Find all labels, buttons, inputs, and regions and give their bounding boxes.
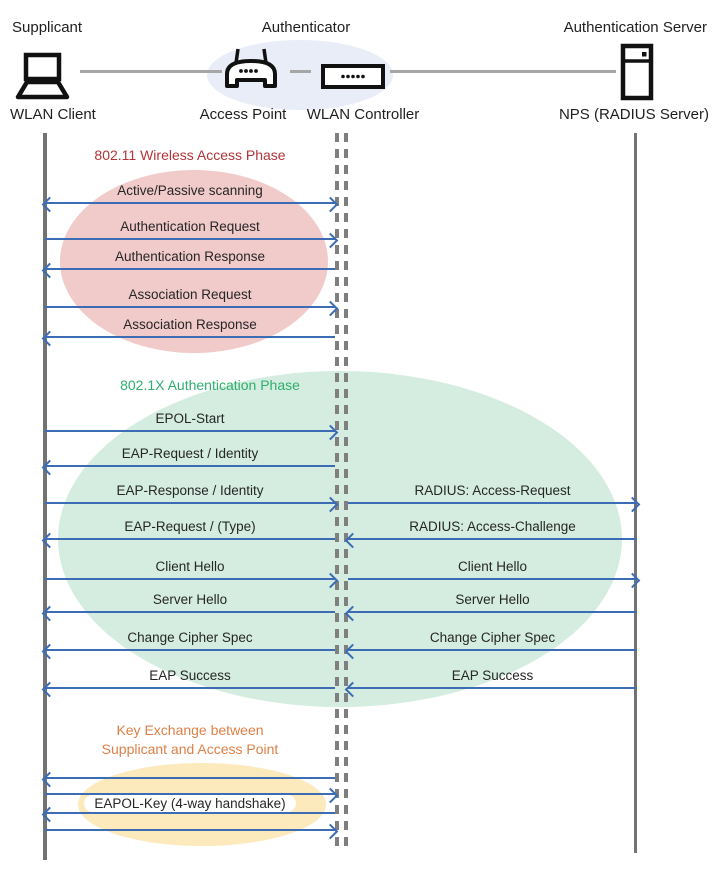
message-eapol-key-arrow-4 [45,829,335,831]
message-label: Change Cipher Spec [429,630,556,645]
message-label: RADIUS: Access-Request [414,483,571,498]
message-label: EAP-Request / (Type) [124,519,256,534]
message-label: Server Hello [152,592,228,607]
message-arrow [348,538,637,540]
message-server-hello-right: Server Hello [348,592,637,613]
message-label: Association Request [128,287,252,302]
message-label: Client Hello [155,559,225,574]
device-access-point: Access Point [199,106,287,123]
message-arrow [45,336,335,338]
message-arrow [45,238,335,240]
server-lifeline [634,133,637,853]
connector-controller-server [390,70,616,73]
message-change-cipher-spec-right: Change Cipher Spec [348,630,637,651]
message-eapol-key-arrow-1 [45,777,335,779]
message-eapol-key-4way-handshake: EAPOL-Key (4-way handshake) [45,795,335,814]
phase2-title: 802.1X Authentication Phase [120,377,300,393]
role-authenticator: Authenticator [261,19,351,36]
message-label: Change Cipher Spec [127,630,253,645]
message-label: EAP Success [149,668,231,683]
message-arrow [45,777,335,779]
message-change-cipher-spec-left: Change Cipher Spec [45,630,335,651]
message-arrow [45,812,335,814]
message-epol-start: EPOL-Start [45,411,335,432]
device-wlan-controller: WLAN Controller [306,106,420,123]
message-client-hello-left: Client Hello [45,559,335,580]
message-client-hello-right: Client Hello [348,559,637,580]
message-arrow [45,502,335,504]
message-arrow [45,538,335,540]
message-label: EAP-Response / Identity [116,483,264,498]
phase3-title-line2: Supplicant and Access Point [101,741,279,757]
phase1-title: 802.11 Wireless Access Phase [94,147,286,163]
message-label: EPOL-Start [155,411,225,426]
message-label: Association Response [123,317,257,332]
message-eap-response-identity: EAP-Response / Identity [45,483,335,504]
authenticator-lifeline-dashed-1 [335,133,339,852]
message-arrow [348,649,637,651]
message-eap-success-left: EAP Success [45,668,335,689]
device-wlan-client: WLAN Client [10,106,96,123]
message-arrow [45,578,335,580]
message-eap-request-type: EAP-Request / (Type) [45,519,335,540]
message-arrow [45,306,335,308]
message-arrow [348,611,637,613]
message-label: EAPOL-Key (4-way handshake) [45,795,335,812]
message-authentication-request: Authentication Request [45,219,335,240]
message-arrow [348,578,637,580]
message-arrow [348,687,637,689]
message-label: EAP Success [451,668,534,683]
message-eap-success-right: EAP Success [348,668,637,689]
device-nps-radius-server: NPS (RADIUS Server) [558,106,709,123]
message-association-response: Association Response [45,317,335,338]
message-label: Client Hello [457,559,528,574]
server-icon [620,43,654,101]
message-label: Authentication Response [114,249,266,264]
message-arrow [45,465,335,467]
laptop-icon [11,52,73,102]
message-radius-access-request: RADIUS: Access-Request [348,483,637,504]
message-arrow [45,202,335,204]
message-arrow [45,649,335,651]
phase3-title-line1: Key Exchange between [116,722,264,738]
message-arrow [45,829,335,831]
message-association-request: Association Request [45,287,335,308]
message-eap-request-identity: EAP-Request / Identity [45,446,335,467]
connector-ap-controller [290,70,311,73]
message-label: Server Hello [455,592,530,607]
message-server-hello-left: Server Hello [45,592,335,613]
connector-client-ap [80,70,222,73]
message-label: Active/Passive scanning [117,183,263,198]
access-point-icon [221,46,281,99]
message-label-band: EAPOL-Key (4-way handshake) [84,795,296,812]
supplicant-lifeline [43,133,47,860]
message-active-passive-scanning: Active/Passive scanning [45,183,335,204]
message-arrow [45,268,335,270]
message-label: RADIUS: Access-Challenge [409,519,576,534]
message-arrow [348,502,637,504]
role-authentication-server: Authentication Server [563,19,707,36]
wlan-controller-icon [321,64,385,89]
message-authentication-response: Authentication Response [45,249,335,270]
message-arrow [45,611,335,613]
authenticator-lifeline-dashed-2 [344,133,348,852]
message-arrow [45,687,335,689]
message-label: Authentication Request [120,219,260,234]
message-radius-access-challenge: RADIUS: Access-Challenge [348,519,637,540]
phase1-ellipse [60,170,328,353]
message-label: EAP-Request / Identity [121,446,259,461]
message-eapol-key-arrow-2 [45,793,335,795]
message-arrow [45,430,335,432]
message-arrow [45,793,335,795]
role-supplicant: Supplicant [12,19,83,36]
